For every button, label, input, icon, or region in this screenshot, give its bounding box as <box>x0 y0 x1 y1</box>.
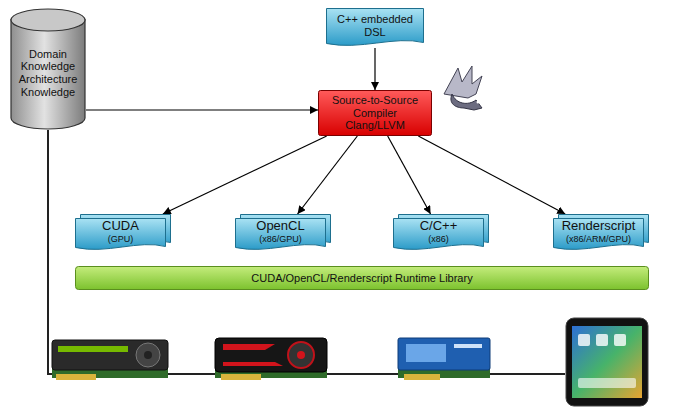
card-stripe <box>454 344 482 348</box>
document-shape <box>327 9 424 46</box>
card-connector <box>404 374 440 380</box>
node-sublabel: (GPU) <box>108 234 134 244</box>
cylinder-top <box>11 9 85 31</box>
runtime-library-bar: CUDA/OpenCL/Renderscript Runtime Library <box>75 266 649 290</box>
card-shroud <box>52 340 168 370</box>
app-dock <box>578 378 636 388</box>
card-fan-hub <box>144 351 152 359</box>
card-fan-hub <box>297 351 305 359</box>
card-stripe <box>223 362 283 366</box>
android-tablet <box>566 318 648 406</box>
bar-shape <box>76 267 649 290</box>
node-sublabel: (x86) <box>428 234 449 244</box>
front-sheet <box>236 219 326 250</box>
output-document: Renderscript(x86/ARM/GPU) <box>553 214 649 252</box>
flow-arrow <box>86 109 318 110</box>
compiler-box: Source-to-Source Compiler Clang/LLVM <box>318 90 432 136</box>
flow-arrow <box>163 136 327 214</box>
card-fan <box>288 342 314 368</box>
app-icon <box>578 334 590 346</box>
node-label: Renderscript <box>562 219 636 234</box>
node-label: CUDA <box>102 219 139 234</box>
node-label: OpenCL <box>256 219 304 234</box>
card-panel <box>406 344 446 362</box>
cylinder-body <box>11 19 85 129</box>
dragon-eye <box>477 101 480 104</box>
card-shroud <box>398 338 490 370</box>
node-sublabel: (x86/GPU) <box>259 234 302 244</box>
flow-arrow <box>418 136 565 214</box>
node-label: CUDA/OpenCL/Renderscript Runtime Library <box>251 272 472 285</box>
nvidia-gpu-card <box>52 340 168 380</box>
front-sheet <box>76 219 166 250</box>
flow-arrow <box>388 136 431 214</box>
knowledge-wire <box>48 130 565 374</box>
knowledge-database: Domain KnowledgeArchitecture Knowledge <box>10 8 86 130</box>
node-sublabel: Architecture Knowledge <box>13 73 83 98</box>
node-label: C++ embedded DSL <box>334 13 416 38</box>
output-document: C/C++(x86) <box>393 214 489 252</box>
app-icon <box>596 334 608 346</box>
tablet-body <box>566 318 648 406</box>
node-label: C/C++ <box>420 219 458 234</box>
dragon-wing <box>444 66 482 98</box>
front-sheet <box>554 219 644 250</box>
node-label: Source-to-Source Compiler Clang/LLVM <box>327 94 423 132</box>
dragon-body <box>451 94 482 110</box>
output-document: OpenCL(x86/GPU) <box>235 214 331 252</box>
front-sheet <box>394 219 484 250</box>
amd-gpu-card <box>215 338 327 380</box>
flow-arrow <box>374 48 375 90</box>
node-sublabel: (x86/ARM/GPU) <box>566 234 631 244</box>
node-label: Domain Knowledge <box>13 48 83 73</box>
card-stripe <box>58 346 128 352</box>
tablet-screen <box>572 326 642 398</box>
compiler-shape <box>319 91 432 136</box>
card-connector <box>56 374 96 380</box>
card-connector <box>221 374 261 380</box>
app-icon <box>614 334 626 346</box>
card-fan <box>136 343 160 367</box>
input-document: C++ embedded DSL <box>326 8 424 48</box>
output-document: CUDA(GPU) <box>75 214 171 252</box>
card-stripe <box>223 344 275 350</box>
llvm-dragon-logo <box>444 66 482 110</box>
intel-xeon-phi-card <box>398 338 490 380</box>
card-shroud <box>215 338 327 372</box>
flow-arrow <box>298 136 358 214</box>
